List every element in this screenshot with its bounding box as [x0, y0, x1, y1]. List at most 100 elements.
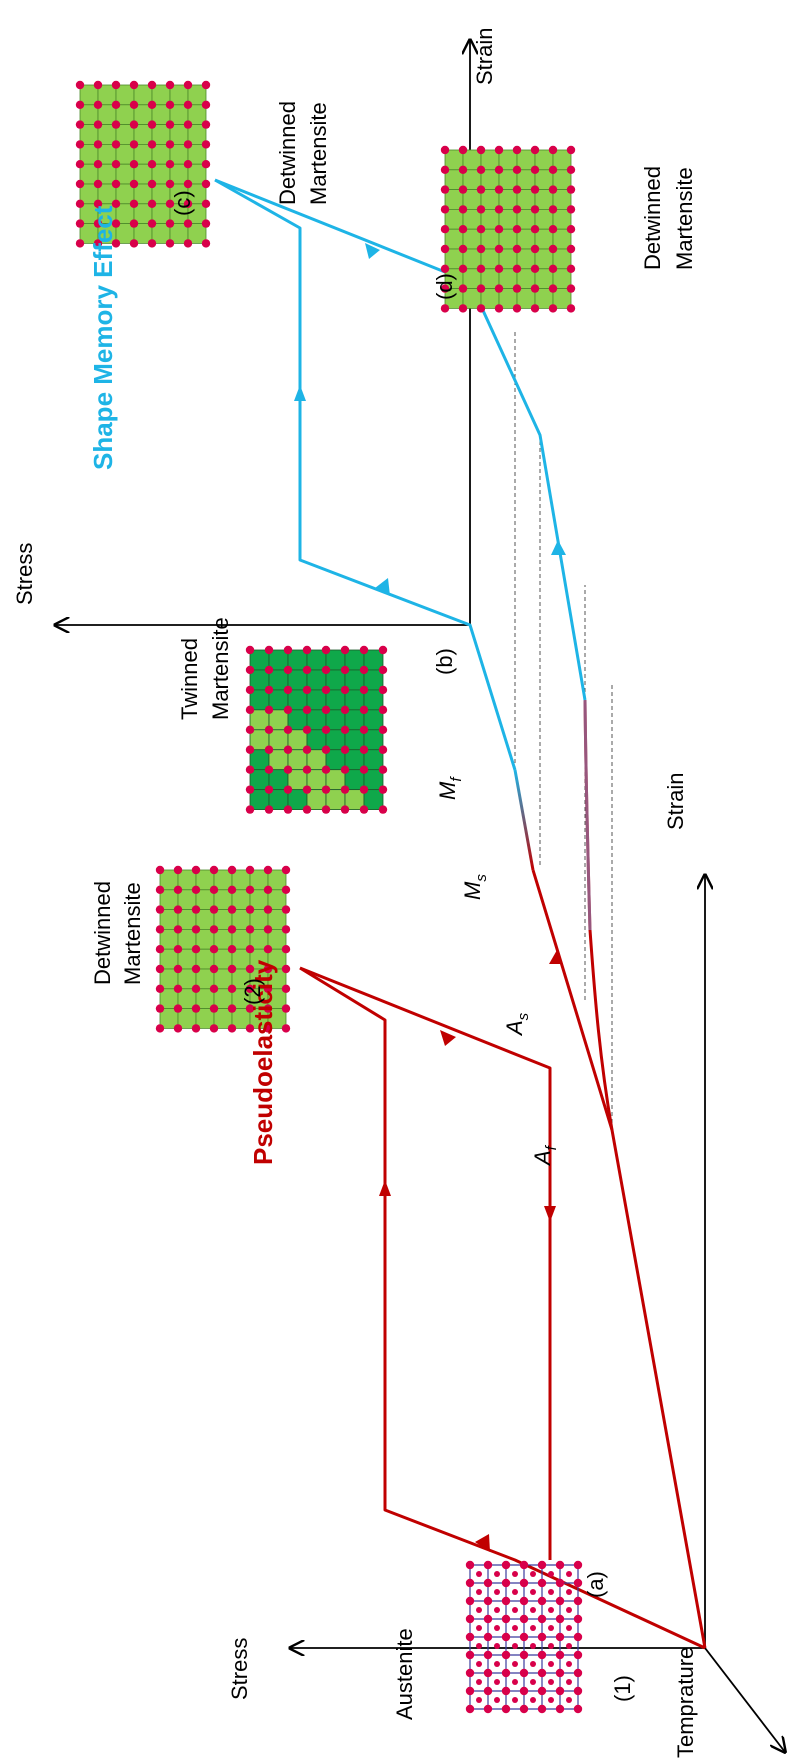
twinned-atom [302, 705, 312, 715]
martensite-atom [209, 1004, 219, 1013]
point-c-label: (c) [170, 190, 195, 216]
temperature-guides [514, 330, 613, 1130]
martensite-atom [548, 264, 558, 273]
austenite-atom [555, 1560, 565, 1570]
martensite-atom [494, 304, 504, 313]
austenite-atom [555, 1578, 565, 1588]
mf-label: Mf [435, 776, 465, 800]
martensite-atom [111, 199, 121, 208]
pseudoelasticity-title: Pseudoelasticity [248, 959, 278, 1165]
martensite-atom [458, 145, 468, 155]
martensite-atom [494, 205, 504, 214]
detwinned-2-line1: Detwinned [275, 101, 300, 205]
austenite-atom [512, 1661, 518, 1667]
austenite-atom [530, 1589, 536, 1595]
martensite-atom [173, 1024, 183, 1033]
austenite-atom [530, 1661, 536, 1667]
twinned-line2: Martensite [208, 617, 233, 720]
austenite-atom [512, 1643, 518, 1649]
martensite-atom [263, 1004, 273, 1013]
martensite-atom [209, 865, 219, 875]
austenite-atom [573, 1614, 583, 1624]
austenite-atom [501, 1632, 511, 1642]
austenite-atom [512, 1679, 518, 1685]
austenite-atom [494, 1697, 500, 1703]
martensite-atom [227, 945, 237, 954]
austenite-atom [465, 1596, 475, 1606]
martensite-atom [566, 185, 576, 194]
austenite-atom [519, 1668, 529, 1678]
martensite-atom [201, 100, 211, 109]
twinned-atom [283, 705, 293, 715]
martensite-atom [129, 199, 139, 208]
austenite-atom [465, 1686, 475, 1696]
point-2-label: (2) [240, 978, 265, 1005]
austenite-atom [465, 1614, 475, 1624]
twinned-atom [245, 725, 255, 734]
as-label: As [502, 1012, 532, 1037]
twinned-atom [264, 805, 274, 814]
martensite-atom [201, 179, 211, 189]
austenite-atom [566, 1589, 572, 1595]
austenite-atom [519, 1632, 529, 1642]
austenite-atom [519, 1560, 529, 1570]
martensite-atom [75, 239, 85, 248]
martensite-atom [494, 225, 504, 234]
martensite-atom [129, 219, 139, 228]
austenite-atom [573, 1632, 583, 1642]
austenite-atom [566, 1571, 572, 1577]
martensite-atom [93, 239, 103, 248]
austenite-atom [566, 1643, 572, 1649]
austenite-atom [476, 1643, 482, 1649]
austenite-atom [573, 1578, 583, 1588]
martensite-atom [183, 140, 193, 149]
temperature-axis [704, 1647, 785, 1752]
austenite-atom [566, 1679, 572, 1685]
martensite-atom [494, 185, 504, 194]
martensite-atom [281, 905, 291, 914]
austenite-atom [519, 1578, 529, 1588]
martensite-atom [476, 284, 486, 293]
austenite-atom [512, 1625, 518, 1631]
martensite-atom [245, 945, 255, 954]
martensite-atom [165, 120, 175, 129]
austenite-atom [501, 1704, 511, 1714]
austenite-atom [494, 1661, 500, 1667]
twinned-atom [340, 705, 350, 715]
austenite-atom [537, 1686, 547, 1696]
martensite-atom [512, 185, 522, 194]
twinned-cell [363, 789, 384, 810]
martensite-atom [263, 964, 273, 974]
martensite-atom [440, 205, 450, 214]
austenite-atom [465, 1668, 475, 1678]
twinned-atom [340, 745, 350, 754]
martensite-atom [155, 1024, 165, 1033]
martensite-atom [494, 165, 504, 174]
martensite-atom [209, 964, 219, 974]
twinned-atom [264, 645, 274, 655]
martensite-atom [548, 304, 558, 313]
austenite-atom [548, 1697, 554, 1703]
austenite-atom [512, 1697, 518, 1703]
detwinned-3-line2: Martensite [672, 167, 697, 270]
twinned-atom [283, 765, 293, 774]
lattice-detwinned-3 [440, 145, 576, 313]
martensite-atom [440, 284, 450, 293]
austenite-atom [465, 1704, 475, 1714]
twinned-atom [359, 745, 369, 754]
martensite-atom [129, 80, 139, 90]
twinned-atom [283, 685, 293, 695]
af-label: Af [530, 1144, 560, 1167]
martensite-atom [209, 905, 219, 914]
twinned-atom [245, 685, 255, 695]
twinned-atom [321, 665, 331, 675]
point-1-label: (1) [610, 1675, 635, 1702]
martensite-atom [201, 120, 211, 129]
martensite-atom [147, 199, 157, 208]
austenite-atom [555, 1668, 565, 1678]
austenite-atom [548, 1661, 554, 1667]
austenite-atom [537, 1704, 547, 1714]
twinned-atom [302, 665, 312, 675]
austenite-atom [476, 1589, 482, 1595]
austenite-atom [537, 1668, 547, 1678]
